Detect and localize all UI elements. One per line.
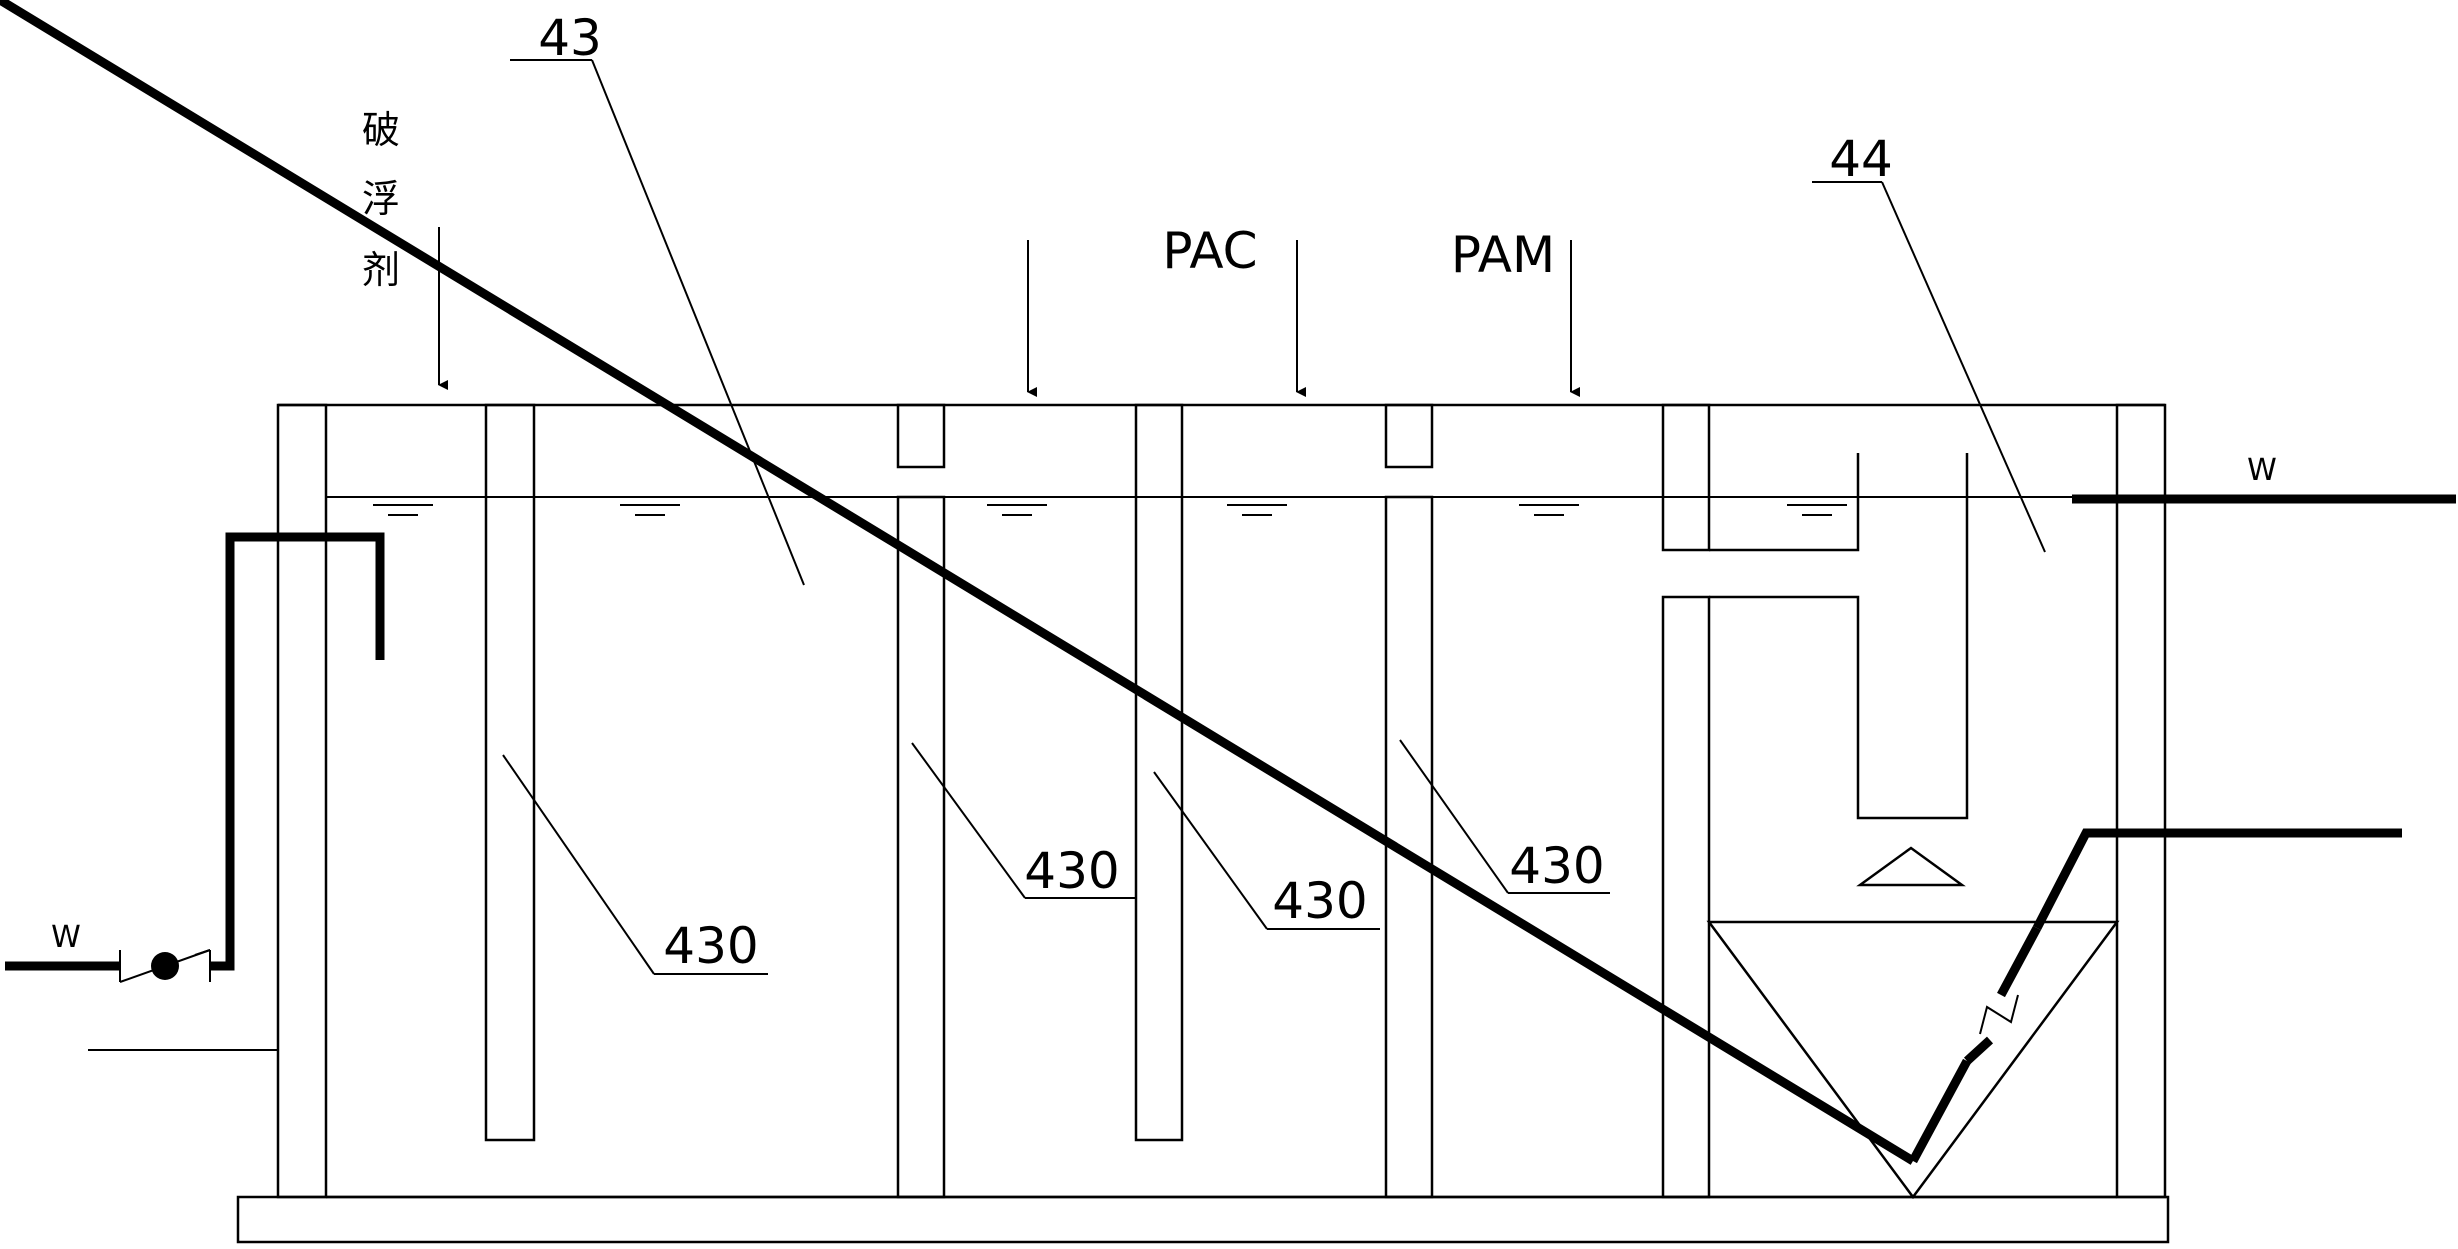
sludge-pipe-mid-b [1963, 1036, 1994, 1065]
partition-lower [1661, 595, 1711, 1199]
transfer-pipe [1709, 453, 1860, 552]
deflector-cone [1856, 846, 1966, 887]
water-level-symbols [373, 504, 1847, 516]
notch-2 [1384, 403, 1434, 469]
notch-1 [896, 403, 946, 469]
sludge-pipe-mid [1997, 925, 2041, 998]
baffle-4-label: 430 [1509, 837, 1604, 895]
break-symbol-icon [1979, 994, 2019, 1035]
ref-44-label: 44 [1829, 130, 1893, 188]
demulsifier-label-1: 破 [362, 108, 400, 152]
base-slab [236, 1195, 2170, 1244]
partition-standing-2 [1384, 495, 1434, 1199]
right-wall [2115, 403, 2167, 1199]
check-valve-icon [119, 949, 211, 983]
baffle-4-leader [1399, 739, 1509, 894]
sludge-pipe-lower [0, 0, 1916, 1165]
ref-44-leader [1881, 181, 2046, 553]
central-well [1709, 453, 1969, 820]
partition-standing-1 [896, 495, 946, 1199]
baffle-3-label: 430 [1272, 872, 1367, 930]
sludge-pipe-lower-b [1909, 1058, 1971, 1164]
inlet-pipe [210, 532, 385, 971]
ref-43-label: 43 [538, 9, 602, 67]
ref-43-leader [591, 59, 805, 586]
left-wall [276, 403, 328, 1199]
sludge-pipe [2033, 828, 2402, 931]
baffle-1-leader [502, 754, 655, 975]
partition-upper [1661, 403, 1711, 552]
baffle-hanging-2 [1134, 403, 1184, 1142]
baffle-2-leader [911, 742, 1026, 899]
baffle-3-leader [1153, 771, 1268, 930]
outlet-label: W [2247, 453, 2277, 488]
demulsifier-label-3: 剂 [362, 248, 400, 292]
pac-label: PAC [1162, 222, 1257, 280]
sludge-hopper [1706, 920, 2120, 1200]
inlet-label: W [51, 920, 81, 955]
baffle-2-label: 430 [1024, 842, 1119, 900]
baffle-hanging-1 [484, 403, 536, 1142]
demulsifier-label-2: 浮 [362, 177, 400, 221]
pam-label: PAM [1451, 226, 1555, 284]
baffle-1-label: 430 [663, 917, 758, 975]
